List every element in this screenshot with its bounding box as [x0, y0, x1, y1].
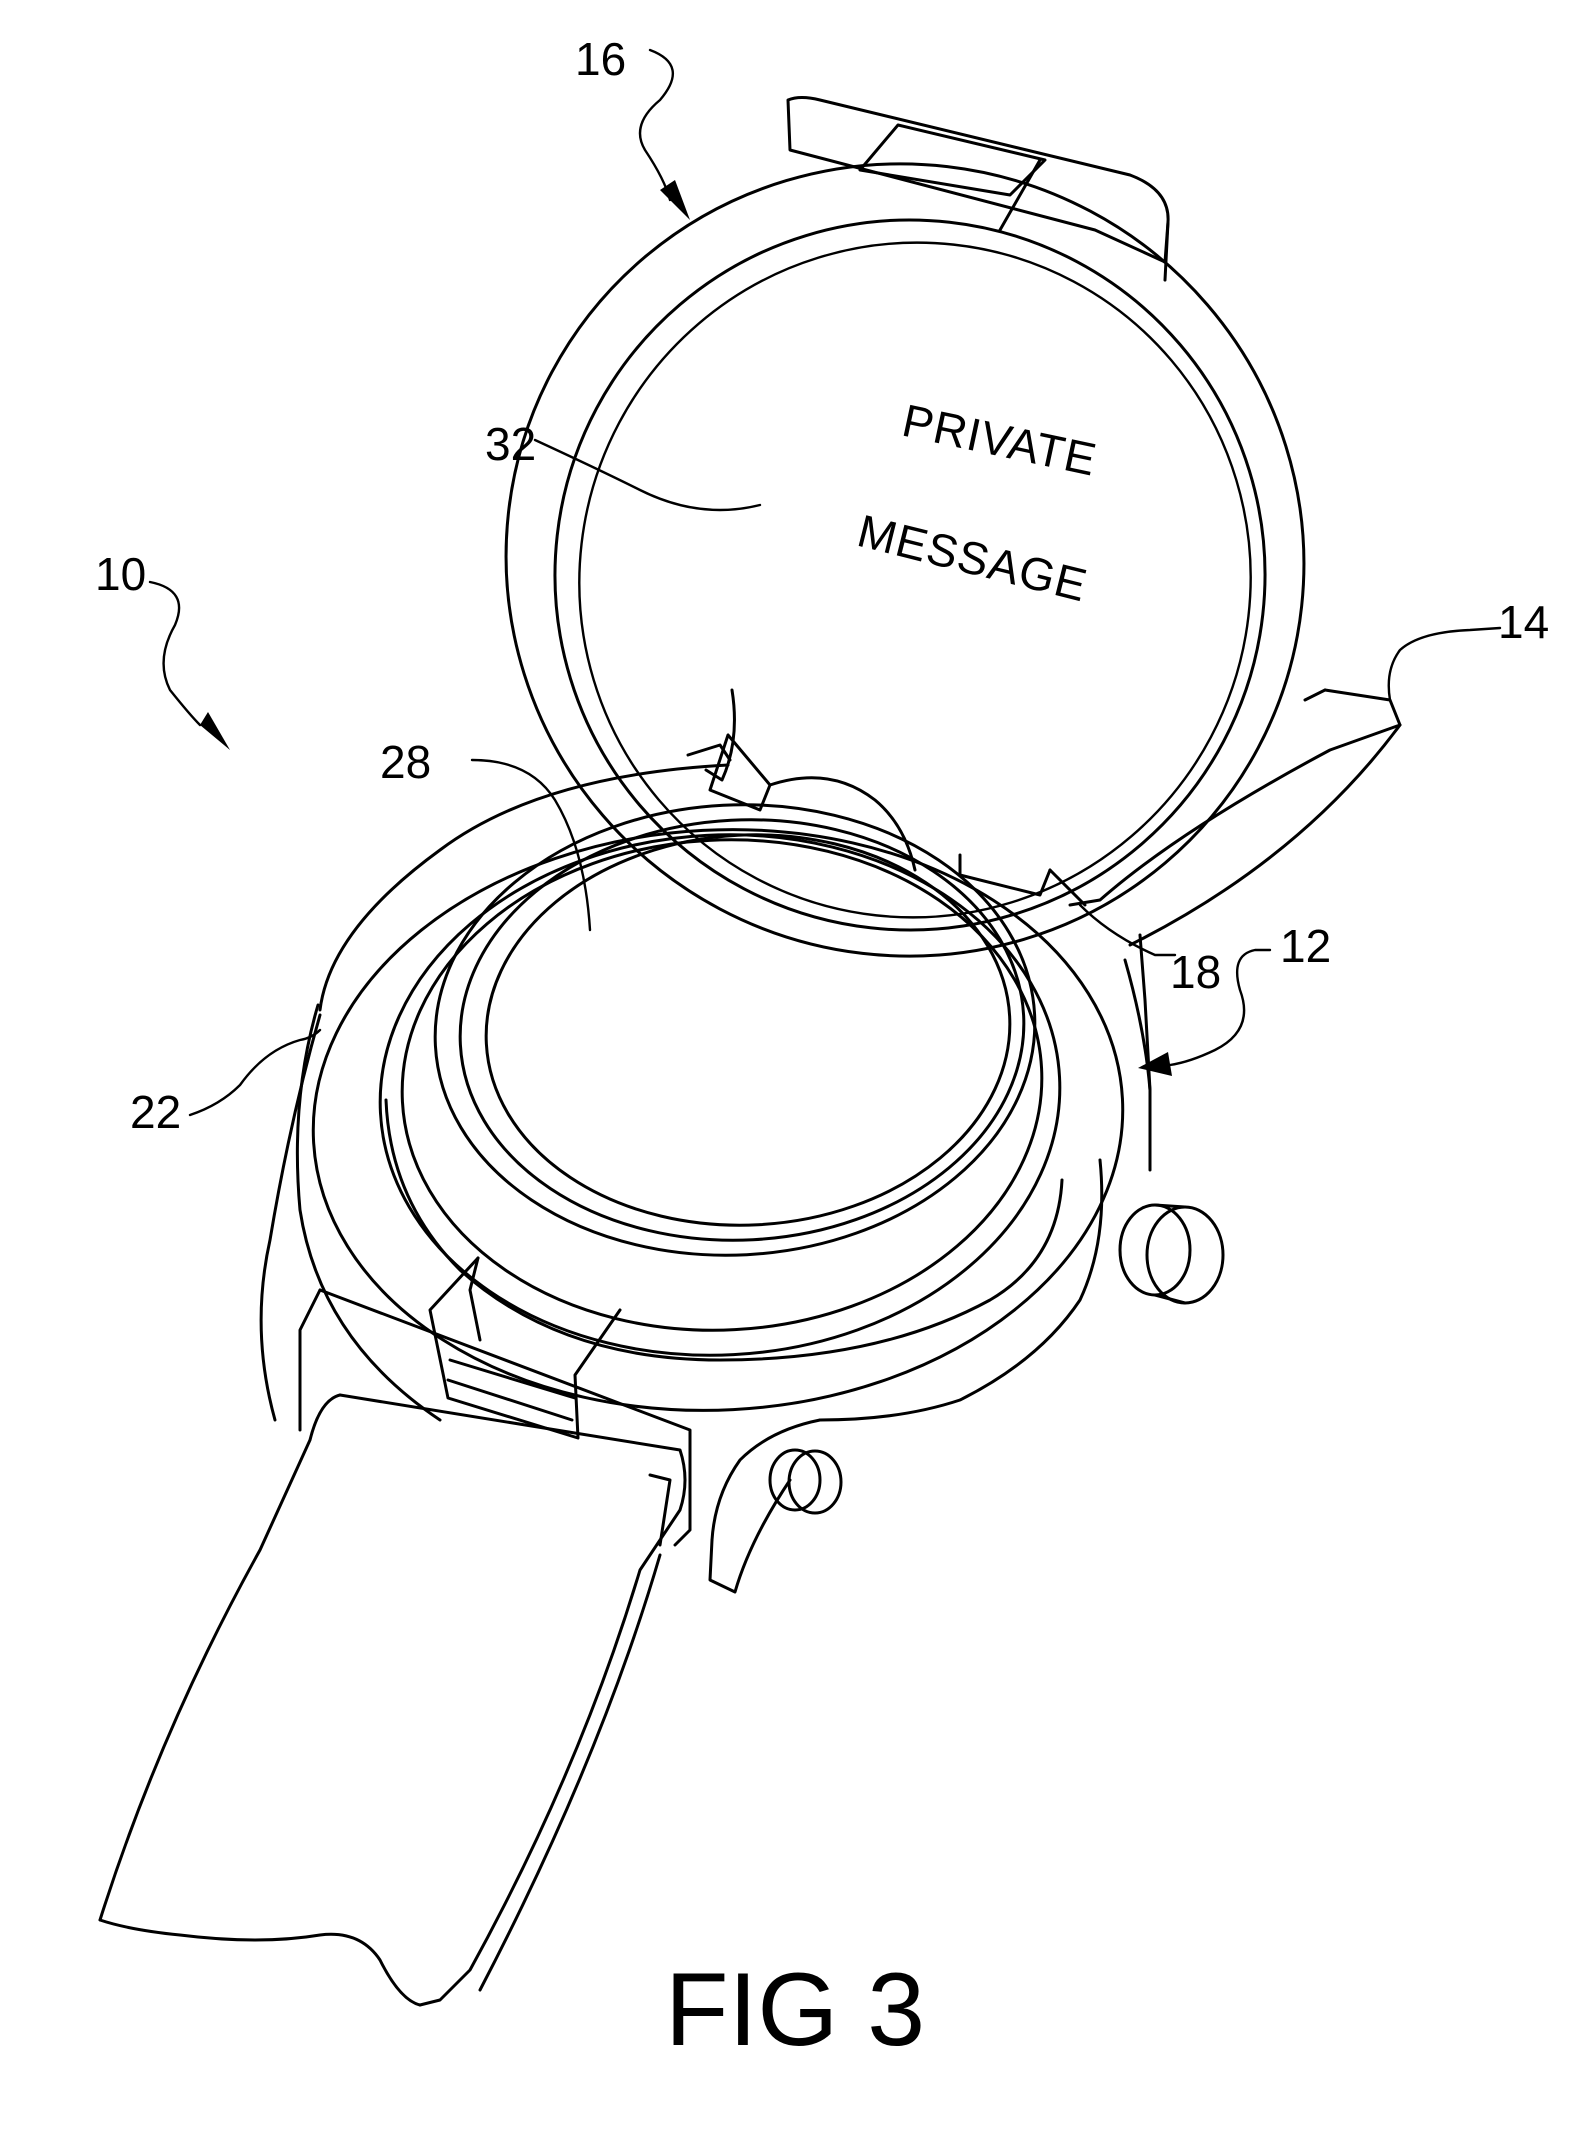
ref-12: 12 — [1280, 920, 1331, 972]
watch-band — [98, 1393, 687, 2007]
ref-32: 32 — [485, 418, 536, 470]
ref-22: 22 — [130, 1086, 181, 1138]
leader-lines — [148, 48, 1502, 1117]
ref-18: 18 — [1170, 946, 1221, 998]
ref-14: 14 — [1498, 596, 1549, 648]
figure-caption: FIG 3 — [665, 1952, 925, 2068]
private-message-text: PRIVATE MESSAGE — [853, 394, 1102, 612]
watch-body — [259, 743, 1225, 1594]
ref-10: 10 — [95, 548, 146, 600]
cover — [504, 96, 1402, 958]
ref-16: 16 — [575, 33, 626, 85]
cover-text-line1: PRIVATE — [898, 394, 1102, 486]
hinge — [708, 733, 1087, 907]
cover-text-line2: MESSAGE — [853, 504, 1093, 611]
ref-28: 28 — [380, 736, 431, 788]
reference-numerals: 10 16 32 14 28 18 12 22 — [95, 33, 1549, 1138]
